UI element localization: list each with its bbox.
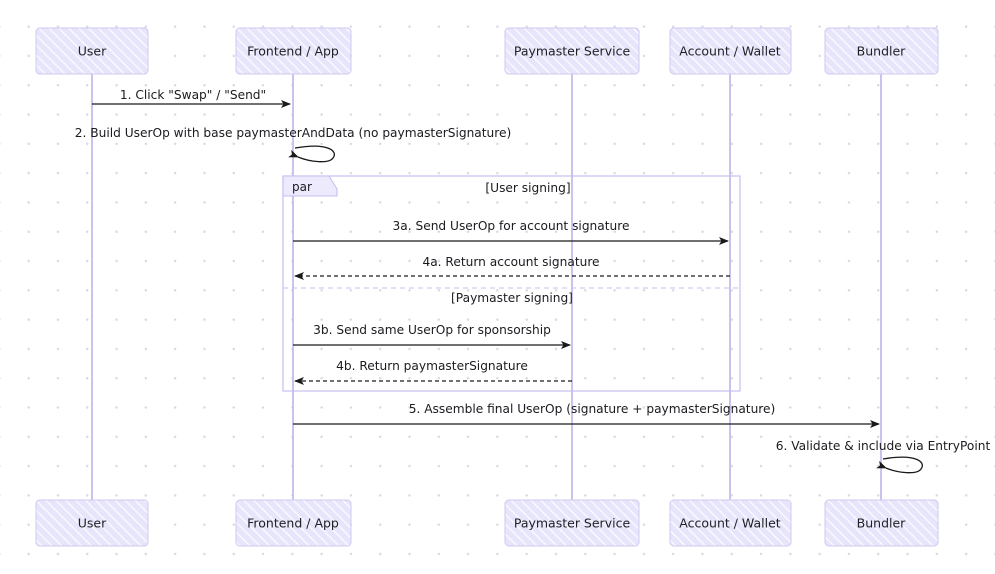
message-2-label: 2. Build UserOp with base paymasterAndDa… (75, 126, 512, 140)
fragment-border (282, 175, 741, 392)
message-4b-return-paymaster-signature: 4b. Return paymasterSignature (294, 359, 572, 385)
message-4a-label: 4a. Return account signature (422, 255, 599, 269)
message-1-click-swap-send: 1. Click "Swap" / "Send" (92, 88, 291, 108)
participant-label-account-bottom: Account / Wallet (679, 516, 780, 531)
participant-label-user-bottom: User (78, 516, 107, 531)
participant-box-user-bottom[interactable]: User (35, 499, 149, 547)
messages-group: 1. Click "Swap" / "Send" 2. Build UserOp… (75, 88, 991, 474)
fragment-tab (282, 175, 338, 197)
participant-box-account-bottom[interactable]: Account / Wallet (669, 499, 792, 547)
fragment-par: par [User signing] [Paymaster signing] (282, 175, 741, 392)
participant-boxes-top: User Frontend / App Paymaster Service Ac… (35, 27, 939, 75)
participant-label-user-top: User (78, 44, 107, 59)
participant-box-bundler-top[interactable]: Bundler (824, 27, 939, 75)
message-1-label: 1. Click "Swap" / "Send" (120, 88, 266, 102)
participant-label-account-top: Account / Wallet (679, 44, 780, 59)
participant-box-frontend-bottom[interactable]: Frontend / App (235, 499, 352, 547)
participant-box-account-top[interactable]: Account / Wallet (669, 27, 792, 75)
participant-box-frontend-top[interactable]: Frontend / App (235, 27, 352, 75)
participant-box-paymaster-bottom[interactable]: Paymaster Service (504, 499, 640, 547)
message-5-label: 5. Assemble final UserOp (signature + pa… (409, 402, 776, 416)
message-3a-label: 3a. Send UserOp for account signature (393, 219, 630, 233)
participant-box-user-top[interactable]: User (35, 27, 149, 75)
participant-box-paymaster-top[interactable]: Paymaster Service (504, 27, 640, 75)
participant-label-bundler-bottom: Bundler (857, 516, 907, 531)
message-2-build-userop: 2. Build UserOp with base paymasterAndDa… (75, 126, 512, 163)
message-6-validate-include-entrypoint: 6. Validate & include via EntryPoint (776, 439, 991, 474)
participant-boxes-bottom: User Frontend / App Paymaster Service Ac… (35, 499, 939, 547)
message-3b-label: 3b. Send same UserOp for sponsorship (313, 323, 551, 337)
participant-box-bundler-bottom[interactable]: Bundler (824, 499, 939, 547)
participant-label-frontend-bottom: Frontend / App (247, 516, 339, 531)
message-4a-return-account-signature: 4a. Return account signature (294, 255, 730, 280)
fragment-condition-user-signing: [User signing] (485, 181, 570, 195)
fragment-operator-label: par (292, 180, 312, 194)
message-2-self-loop (288, 145, 335, 163)
participant-label-paymaster-top: Paymaster Service (514, 44, 631, 59)
message-4b-label: 4b. Return paymasterSignature (336, 359, 528, 373)
participant-label-frontend-top: Frontend / App (247, 44, 339, 59)
message-3a-send-userop-account-signature: 3a. Send UserOp for account signature (293, 219, 729, 245)
lifelines-group (91, 74, 882, 500)
participant-label-bundler-top: Bundler (857, 44, 907, 59)
message-6-self-loop (876, 456, 923, 474)
fragment-condition-paymaster-signing: [Paymaster signing] (451, 291, 573, 305)
participant-label-paymaster-bottom: Paymaster Service (514, 516, 631, 531)
message-5-assemble-final-userop: 5. Assemble final UserOp (signature + pa… (293, 402, 880, 428)
message-3b-send-userop-sponsorship: 3b. Send same UserOp for sponsorship (293, 323, 571, 349)
message-6-label: 6. Validate & include via EntryPoint (776, 439, 991, 453)
